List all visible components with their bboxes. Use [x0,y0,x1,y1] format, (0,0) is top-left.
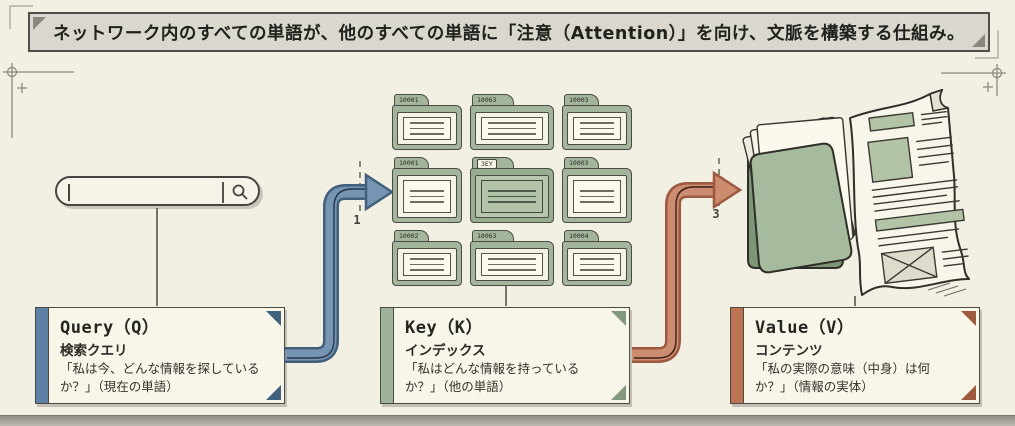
value-card-title: Value（V） [755,318,855,338]
crop-mark-left [3,63,74,138]
folder: 10063 [470,94,554,150]
step-label-1: 1 [353,213,360,227]
corner-triangle [961,311,976,326]
folder: 10001 [392,94,462,150]
banner-fold-corner [33,17,46,30]
arrowhead-blue [364,172,395,212]
card-accent-bar [731,308,744,403]
folder-label: 10001 [399,159,419,167]
text-cursor [68,184,70,201]
value-card: Value（V） コンテンツ 「私の実際の意味（中身）は何か？」（情報の実体） [730,307,980,404]
banner: ネットワーク内のすべての単語が、他のすべての単語に「注意（Attention）」… [28,12,990,52]
folder: 10003 [562,157,632,223]
corner-triangle [611,385,626,400]
corner-triangle [611,311,626,326]
value-card-body: 「私の実際の意味（中身）は何か？」（情報の実体） [755,361,931,394]
folder: 10004 [562,230,632,286]
key-card: Key（K） インデックス 「私はどんな情報を持っているか？」（他の単語） [380,307,630,404]
folder-label: 10003 [569,159,589,167]
query-to-key-arrow [285,172,395,363]
card-accent-bar [36,308,49,403]
query-card-title: Query（Q） [60,318,160,338]
search-bar [55,176,260,206]
query-card-body: 「私は今、どんな情報を探しているか？」（現在の単語） [60,361,260,394]
folder-label: 10063 [477,96,497,104]
key-card-subtitle: インデックス [405,343,486,359]
folder-label: 10063 [477,232,497,240]
document-sheet [849,88,970,297]
key-card-body: 「私はどんな情報を持っているか？」（他の単語） [405,361,580,394]
key-card-title: Key（K） [405,318,483,338]
folder-label: 10002 [399,232,419,240]
folder: 10002 [392,230,462,286]
key-to-value-arrow [632,170,743,363]
folder-label: 10001 [399,96,419,104]
search-divider [222,182,224,203]
query-card: Query（Q） 検索クエリ 「私は今、どんな情報を探しているか？」（現在の単語… [35,307,285,404]
value-card-subtitle: コンテンツ [755,343,823,359]
search-icon [232,184,248,200]
folder-label: 10003 [569,96,589,104]
folder-document-illustration [742,88,970,297]
folder: 10063 [470,230,554,286]
folder: 10003 [562,94,632,150]
banner-fold-corner [972,34,985,47]
corner-triangle [266,385,281,400]
folder-grid: 10001 10063 10003 10001 3EY 10003 10002 [392,94,632,286]
step-label-3: 3 [712,207,719,221]
card-accent-bar [381,308,394,403]
folder-label: 10004 [569,232,589,240]
query-card-subtitle: 検索クエリ [60,343,128,359]
banner-text: ネットワーク内のすべての単語が、他のすべての単語に「注意（Attention）」… [52,23,966,44]
footer-strip [0,415,1015,426]
folder-highlighted: 3EY [470,157,554,223]
corner-triangle [266,311,281,326]
corner-triangle [961,385,976,400]
folder: 10001 [392,157,462,223]
